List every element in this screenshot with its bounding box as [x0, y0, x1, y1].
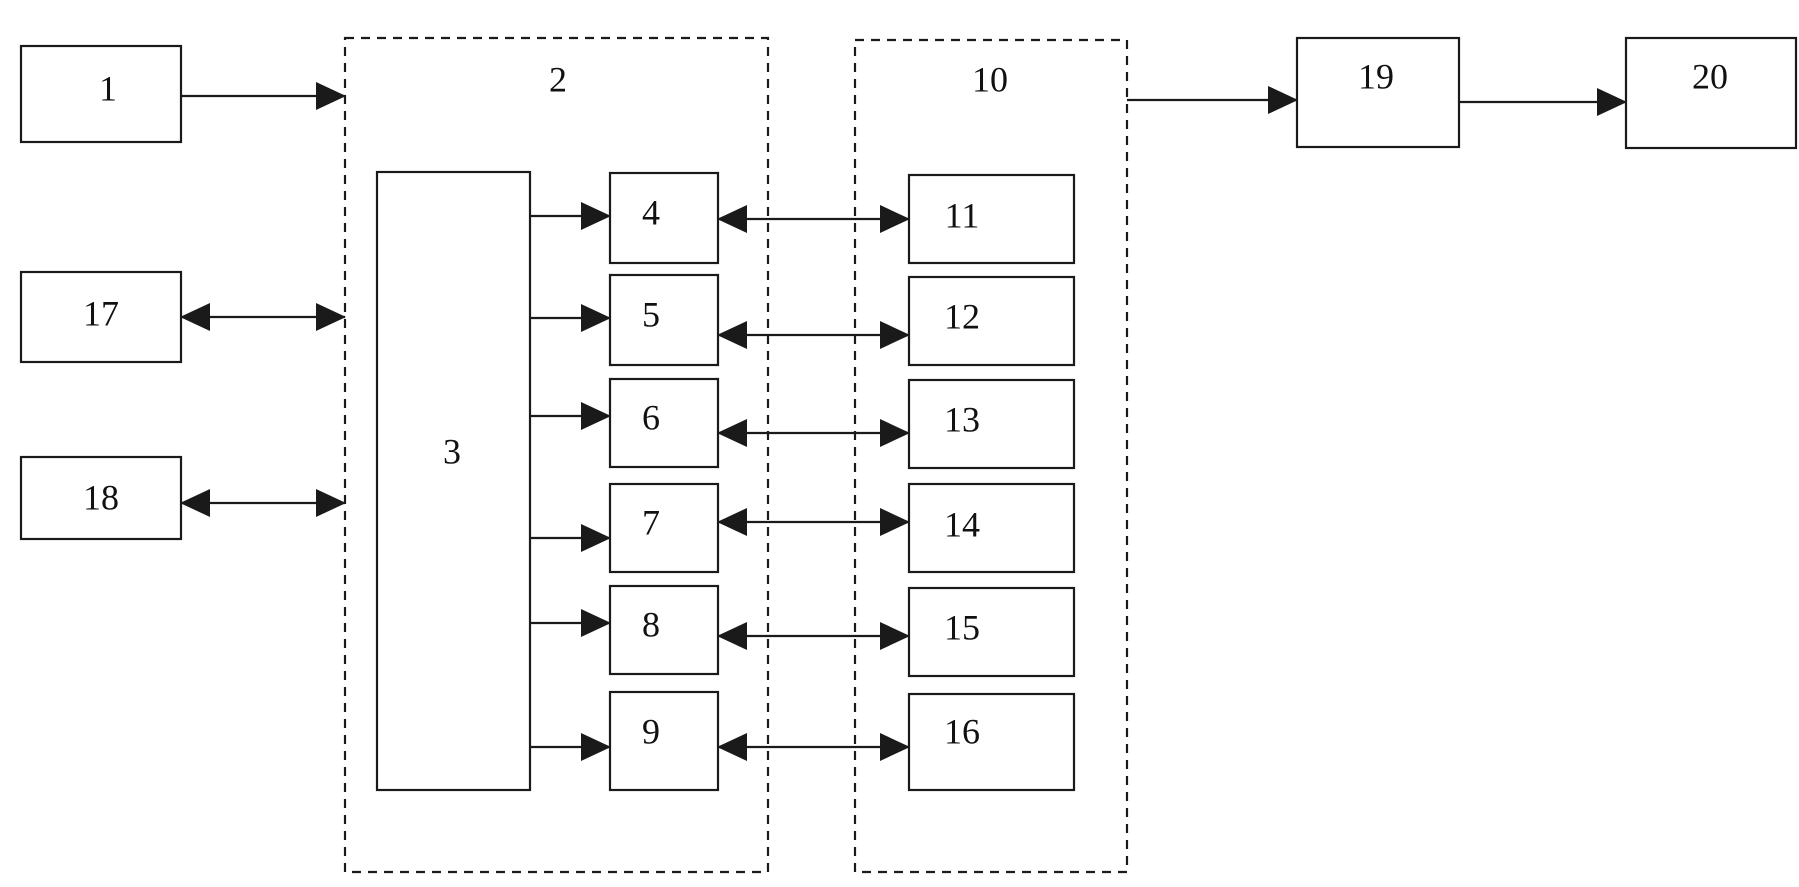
label-3: 3: [443, 431, 461, 471]
block-5: 5: [610, 275, 718, 365]
block-6: 6: [610, 379, 718, 467]
label-7: 7: [642, 502, 660, 542]
label-5: 5: [642, 294, 660, 334]
label-14: 14: [944, 504, 980, 544]
block-15: 15: [909, 588, 1074, 676]
label-9: 9: [642, 711, 660, 751]
block-17: 17: [21, 272, 181, 362]
label-19: 19: [1358, 56, 1394, 96]
label-17: 17: [83, 293, 119, 333]
label-18: 18: [83, 477, 119, 517]
block-16: 16: [909, 694, 1074, 790]
block-8: 8: [610, 586, 718, 674]
label-1: 1: [99, 68, 117, 108]
label-13: 13: [944, 399, 980, 439]
label-11: 11: [945, 195, 980, 235]
block-11: 11: [909, 175, 1074, 263]
block-7: 7: [610, 484, 718, 572]
label-20: 20: [1692, 56, 1728, 96]
block-13: 13: [909, 380, 1074, 468]
block-18: 18: [21, 457, 181, 539]
block-12: 12: [909, 277, 1074, 365]
label-4: 4: [642, 192, 660, 232]
block-4: 4: [610, 173, 718, 263]
label-8: 8: [642, 604, 660, 644]
label-12: 12: [944, 296, 980, 336]
block-14: 14: [909, 484, 1074, 572]
label-10: 10: [972, 59, 1008, 99]
label-6: 6: [642, 397, 660, 437]
label-2: 2: [549, 59, 567, 99]
block-19: 19: [1297, 38, 1459, 147]
block-9: 9: [610, 692, 718, 790]
block-3: 3: [377, 172, 530, 790]
label-16: 16: [944, 711, 980, 751]
block-20: 20: [1626, 38, 1796, 148]
block-1: 1: [21, 46, 181, 142]
label-15: 15: [944, 607, 980, 647]
